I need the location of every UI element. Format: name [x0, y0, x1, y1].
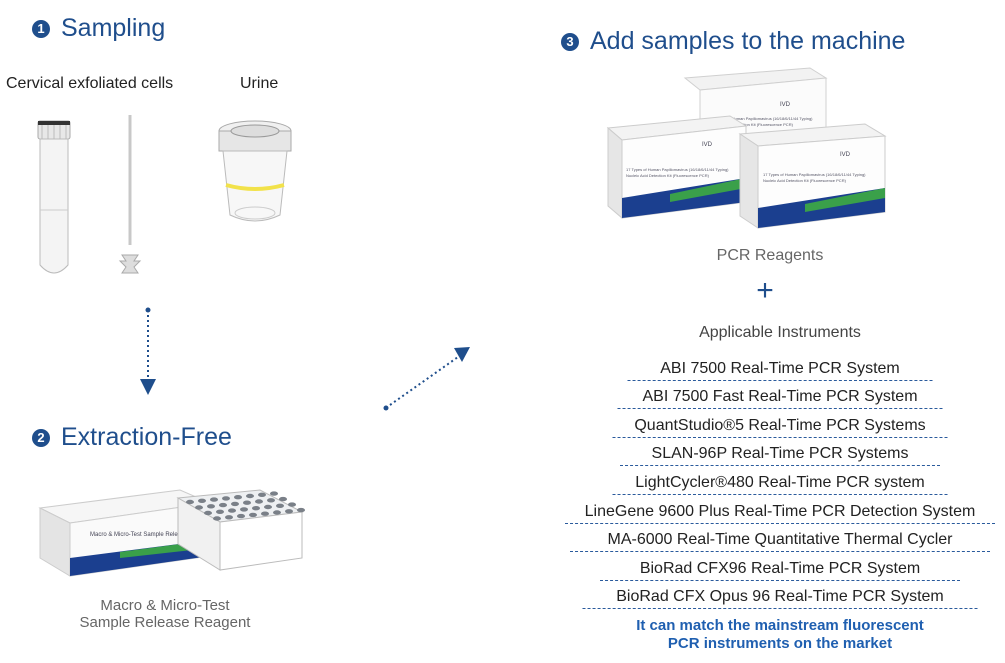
compatibility-note-line2: PCR instruments on the market: [667, 635, 893, 652]
step-2-title: 2 Extraction-Free: [32, 423, 232, 452]
rack-hole: [216, 509, 224, 514]
rack-hole: [228, 508, 236, 513]
back-box-line2: Nucleic Acid Detection Kit (Fluorescence…: [710, 122, 794, 127]
rack-hole: [195, 505, 203, 510]
rack-hole: [246, 493, 254, 499]
step-1-label: Sampling: [61, 14, 166, 42]
step-2-number: 2: [32, 428, 50, 447]
reagent-caption-line2: Sample Release Reagent: [79, 614, 251, 631]
swab-icon: [118, 115, 142, 274]
instruments-list: ABI 7500 Real-Time PCR System ABI 7500 F…: [560, 352, 1000, 609]
rack-hole: [237, 513, 245, 519]
pcr-kit-box-right-icon: IVD 17 Types of Human Papillomavirus (16…: [738, 123, 887, 229]
rack-hole: [255, 499, 263, 504]
left-box-line1: 17 Types of Human Papillomavirus (16/18/…: [626, 167, 729, 172]
right-box-line1: 17 Types of Human Papillomavirus (16/18/…: [763, 172, 866, 177]
rack-hole: [261, 511, 269, 516]
rack-hole: [249, 512, 257, 518]
rack-hole: [219, 502, 227, 508]
diagonal-arrow-icon: [383, 347, 470, 411]
plus-icon: +: [756, 274, 774, 307]
rack-hole: [264, 504, 272, 510]
left-box-ivd: IVD: [702, 142, 713, 148]
compatibility-note: It can match the mainstream fluorescent …: [560, 617, 1000, 653]
rack-hole: [213, 516, 221, 521]
rack-hole: [276, 503, 284, 508]
instrument-item: BioRad CFX Opus 96 Real-Time PCR System: [560, 581, 1000, 610]
instrument-item: ABI 7500 Fast Real-Time PCR System: [560, 381, 1000, 410]
step-1-number: 1: [32, 19, 50, 38]
rack-hole: [204, 510, 212, 516]
down-arrow-icon: [140, 307, 156, 395]
rack-hole: [231, 501, 239, 507]
sample-containers-illustration: [37, 115, 292, 274]
instrument-item: BioRad CFX96 Real-Time PCR System: [560, 552, 1000, 581]
pcr-kit-box-left-icon: IVD 17 Types of Human Papillomavirus (16…: [606, 115, 748, 220]
rack-hole: [288, 502, 296, 507]
step-3-title: 3 Add samples to the machine: [561, 27, 905, 56]
instrument-item: SLAN-96P Real-Time PCR Systems: [560, 438, 1000, 467]
rack-hole: [258, 492, 266, 497]
instrument-item: ABI 7500 Real-Time PCR System: [560, 352, 1000, 381]
rack-hole: [222, 496, 230, 501]
step-1-title: 1 Sampling: [32, 14, 165, 43]
sample-tube-icon: [37, 120, 71, 274]
reagent-caption-line1: Macro & Micro-Test: [100, 597, 230, 614]
rack-hole: [198, 498, 206, 503]
rack-hole: [243, 500, 251, 505]
release-reagent-box-illustration: Macro & Micro-Test Sample Release Reagen…: [38, 489, 305, 577]
step-2-label: Extraction-Free: [61, 423, 232, 451]
pcr-kit-boxes-illustration: IVD 17 Types of Human Papillomavirus (16…: [606, 67, 887, 229]
rack-hole: [207, 504, 215, 509]
test-tube-rack-icon: [176, 489, 305, 571]
right-box-line2: Nucleic Acid Detection Kit (Fluorescence…: [763, 178, 847, 183]
reagent-box-text: Macro & Micro-Test Sample Release Reagen…: [90, 532, 212, 538]
rack-hole: [279, 496, 287, 502]
compatibility-note-line1: It can match the mainstream fluorescent: [636, 617, 924, 634]
cervical-label: Cervical exfoliated cells: [6, 75, 174, 92]
step-3-number: 3: [561, 32, 579, 51]
rack-hole: [240, 507, 248, 512]
instruments-header: Applicable Instruments: [699, 324, 861, 341]
rack-hole: [273, 510, 281, 515]
rack-hole: [297, 507, 305, 513]
instrument-item: LineGene 9600 Plus Real-Time PCR Detecti…: [560, 495, 1000, 524]
reagent-caption: Macro & Micro-Test Sample Release Reagen…: [60, 597, 270, 631]
right-box-ivd: IVD: [840, 152, 851, 158]
instrument-item: MA-6000 Real-Time Quantitative Thermal C…: [560, 524, 1000, 553]
urine-label: Urine: [240, 75, 279, 92]
rack-hole: [270, 491, 278, 496]
rack-hole: [234, 495, 242, 500]
rack-hole: [285, 509, 293, 514]
urine-cup-icon: [218, 120, 292, 222]
left-box-line2: Nucleic Acid Detection Kit (Fluorescence…: [626, 173, 710, 178]
back-box-ivd: IVD: [780, 102, 791, 108]
reagent-box-icon: Macro & Micro-Test Sample Release Reagen…: [38, 489, 212, 577]
rack-holes: [186, 491, 305, 521]
back-box-line1: 17 Types of Human Papillomavirus (16/18/…: [710, 116, 813, 121]
rack-hole: [225, 515, 233, 520]
rack-hole: [252, 506, 260, 511]
rack-hole: [267, 498, 275, 503]
instrument-item: QuantStudio®5 Real-Time PCR Systems: [560, 409, 1000, 438]
instrument-item: LightCycler®480 Real-Time PCR system: [560, 466, 1000, 495]
step-3-label: Add samples to the machine: [590, 27, 906, 55]
rack-hole: [210, 497, 218, 502]
rack-hole: [186, 499, 194, 505]
pcr-reagents-label: PCR Reagents: [716, 247, 824, 264]
